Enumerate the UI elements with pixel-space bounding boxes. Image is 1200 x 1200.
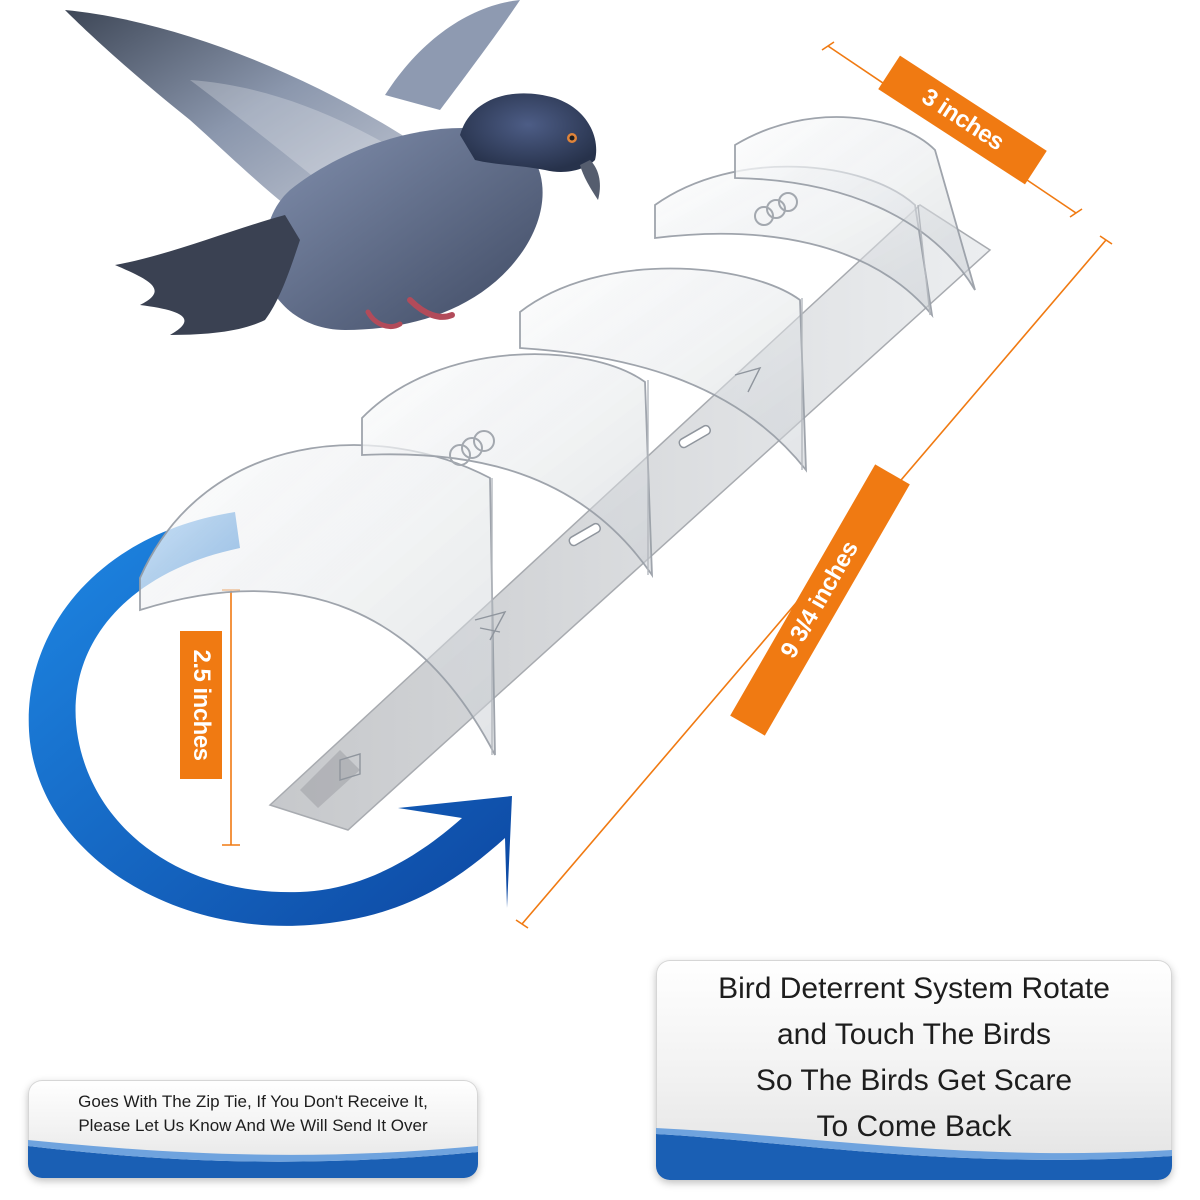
clear-arch-bird-deterrent — [139, 116, 992, 831]
height-dimension-label: 2.5 inches — [180, 631, 222, 779]
feature-line-3: So The Birds Get Scare — [755, 1064, 1073, 1097]
feature-description-card: Bird Deterrent System Rotate and Touch T… — [656, 960, 1172, 1180]
feature-description-text: Bird Deterrent System Rotate and Touch T… — [656, 966, 1172, 1150]
card-wave-decoration — [656, 1128, 1172, 1180]
zip-tie-note-line-1: Goes With The Zip Tie, If You Don't Rece… — [78, 1092, 428, 1111]
card-wave-decoration — [28, 1140, 478, 1178]
pigeon-illustration — [65, 0, 600, 335]
feature-line-2: and Touch The Birds — [776, 1018, 1052, 1051]
zip-tie-note-text: Goes With The Zip Tie, If You Don't Rece… — [28, 1090, 478, 1138]
feature-line-4: To Come Back — [816, 1110, 1012, 1143]
zip-tie-note-card: Goes With The Zip Tie, If You Don't Rece… — [28, 1080, 478, 1178]
zip-tie-note-line-2: Please Let Us Know And We Will Send It O… — [78, 1116, 428, 1135]
feature-line-1: Bird Deterrent System Rotate — [718, 972, 1110, 1005]
